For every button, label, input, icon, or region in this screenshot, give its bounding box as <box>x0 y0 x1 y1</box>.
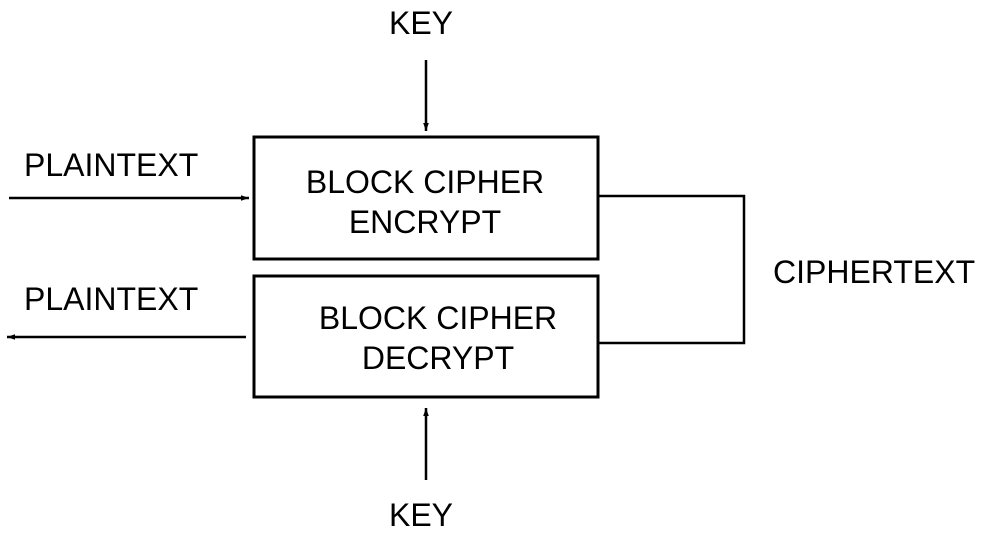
key-bottom-label: KEY <box>389 497 453 533</box>
decrypt-box-line1: BLOCK CIPHER <box>319 300 557 336</box>
encrypt-box-line1: BLOCK CIPHER <box>306 164 544 200</box>
encrypt-box-line2: ENCRYPT <box>349 204 501 240</box>
plaintext-out-label: PLAINTEXT <box>24 281 198 317</box>
ciphertext-connector <box>599 194 746 345</box>
ciphertext-label: CIPHERTEXT <box>773 254 975 290</box>
encrypt-box <box>252 135 600 261</box>
decrypt-box <box>252 274 600 399</box>
decrypt-box-line2: DECRYPT <box>362 340 514 376</box>
key-top-label: KEY <box>389 5 453 41</box>
plaintext-in-label: PLAINTEXT <box>24 147 198 183</box>
